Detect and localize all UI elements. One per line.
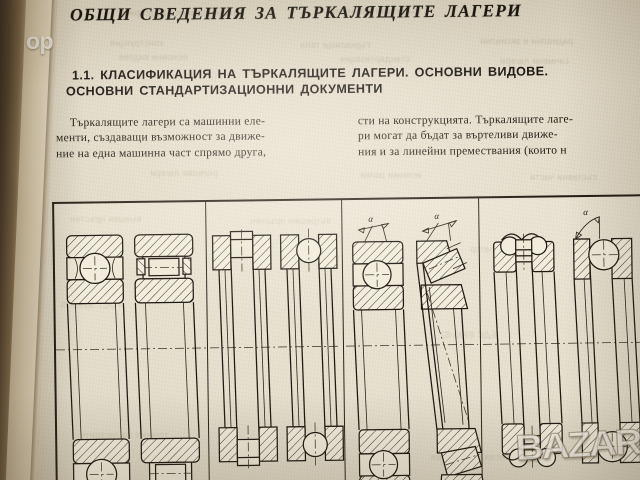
drawing-long-cylindrical-roller-bearing — [280, 228, 343, 467]
drawing-deep-groove-ball-bearing — [55, 234, 209, 480]
angle-label-alpha: α — [434, 211, 439, 221]
drawing-angular-contact-ball-bearing: α — [344, 214, 480, 480]
body-column-right: сти на конструкцията. Търкалящите лаге- … — [358, 111, 640, 160]
angle-label-alpha: α — [583, 207, 588, 217]
figure-cell-column-4: α — [479, 207, 640, 480]
figure-bearing-table: α α — [50, 188, 640, 480]
figure-cell-column-3: α α — [342, 211, 482, 480]
figure-cell-column-1 — [52, 200, 210, 480]
drawing-tapered-roller-bearing: α — [416, 211, 486, 480]
drawing-needle-roller-bearing — [208, 228, 342, 472]
body-column-left: Търкалящите лагери са машинни еле- менти… — [56, 113, 348, 162]
drawing-cylindrical-roller-bearing — [135, 234, 201, 480]
figure-cell-column-2 — [206, 198, 345, 480]
angle-label-alpha: α — [368, 214, 373, 224]
body-line: ние на една машинна част спрямо друга, — [56, 145, 267, 161]
drawing-thrust-angular-contact-bearing: α — [573, 207, 640, 463]
body-line: ния и за линейни премествания (които н — [358, 143, 567, 159]
